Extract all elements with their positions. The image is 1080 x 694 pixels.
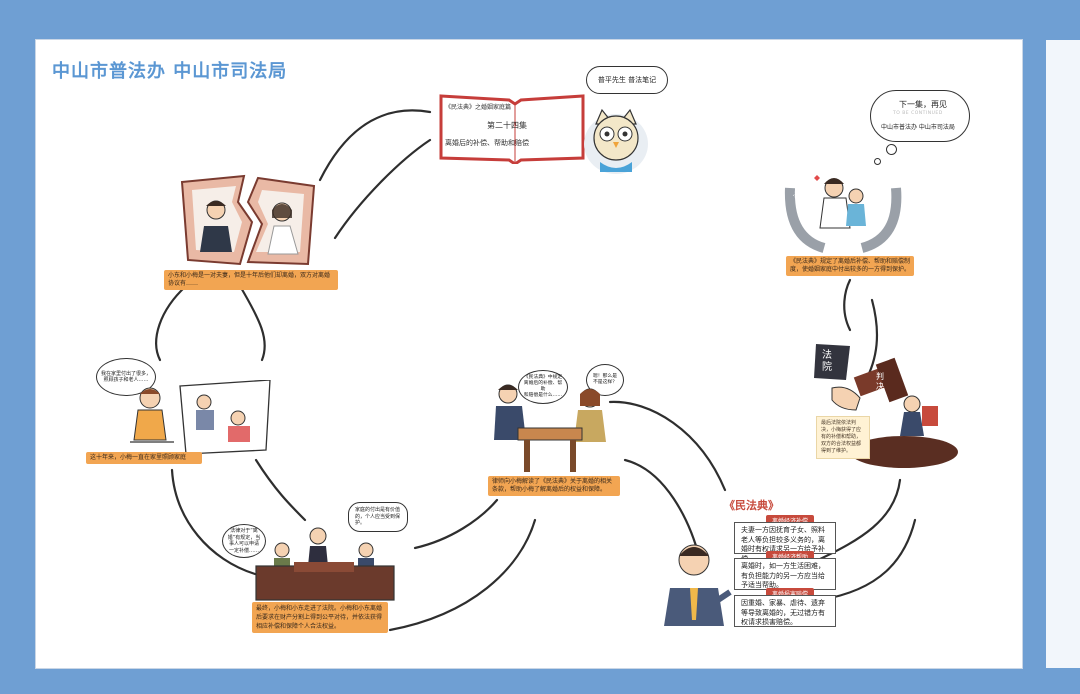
gavel-label: 判决 [876, 372, 884, 391]
code-section1-body: 夫妻一方因抚育子女、照料老人等负担较多义务的，离婚时有权请求另一方给予补偿。 [734, 522, 836, 563]
scene3-left-bubble: 法律对于“离婚”有规定，当事人可以申请一定补偿…… [222, 524, 266, 558]
scene2-illustration [130, 380, 271, 455]
book-shape [439, 94, 585, 164]
thought-dot [874, 158, 881, 165]
curve-scene3-to-scene4-b [388, 518, 537, 632]
book-episode: 第二十四集 [487, 121, 527, 130]
torn-wedding-photo [180, 174, 316, 266]
scene3-caption: 最终，小梅和小东走进了法院。小梅和小东离婚后要求在财产分割上得到公平对待，并依法… [252, 602, 388, 633]
code-section1-head: 离婚经济补偿 [766, 515, 815, 526]
scene4-right-bubble: 嗯！那么是不是这样？ [586, 364, 624, 396]
next-episode-bubble: 下一集，再见 TO BE CONTINUED 中山市普法办 中山市司法局 [870, 90, 970, 142]
next-episode-line3: 中山市普法办 中山市司法局 [881, 124, 955, 131]
curve-scene1-to-scene2 [155, 284, 188, 362]
curve-scene2-to-scene3-b [254, 458, 307, 522]
code-section2-body: 离婚时，如一方生活困难，有负担能力的另一方应当给予适当帮助。 [734, 558, 836, 590]
scene2-caption: 这十年来，小梅一直在家里照顾家庭 [86, 452, 202, 464]
protect-right-word: 保护 [878, 192, 886, 210]
curve-scene2-to-scene3 [170, 468, 257, 576]
curve-code-to-court-b [818, 518, 917, 602]
scene4-left-bubble: 《民法典》中规定 离婚后的补偿、帮助 和赔偿是什么…… [518, 370, 568, 404]
curve-scene1-to-book-2 [333, 138, 432, 240]
protect-caption: 《民法典》规定了离婚后补偿、帮助和赔偿制度，使婚姻家庭中付出较多的一方得到保护。 [786, 256, 914, 276]
publisher-title: 中山市普法办 中山市司法局 [52, 61, 288, 82]
poster-side-strip [1046, 40, 1080, 668]
next-episode-line2: TO BE CONTINUED [893, 111, 943, 116]
scene4-caption: 律师向小梅解读了《民法典》关于离婚的相关条款，帮助小梅了解离婚后的权益和保障。 [488, 476, 620, 496]
presenter-man-illustration [664, 544, 732, 626]
scene3-right-bubble: 家庭的付出是有价值的，个人应当受到保护。 [348, 502, 408, 532]
curve-court-to-protect-b [843, 278, 852, 332]
protect-family-illustration [784, 175, 902, 253]
consult-illustration [494, 384, 606, 472]
code-section2-head: 离婚经济帮助 [766, 551, 815, 562]
scene1-caption: 小东和小梅是一对夫妻，但是十年后他们却离婚，双方对离婚协议有…… [164, 270, 338, 290]
code-section3-head: 离婚损害赔偿 [766, 588, 815, 599]
court-caption: 最后法院依法判决，小梅获得了应有的补偿和帮助，双方的合法权益都得到了维护。 [816, 416, 870, 459]
mascot-bubble: 普平先生 普法笔记 [586, 66, 668, 94]
civil-code-title: 《民法典》 [724, 499, 779, 512]
title-book: 《民法典》之婚姻家庭篇 第二十四集 离婚后的补偿、帮助和赔偿 [437, 92, 587, 164]
code-section3-body: 因重婚、家暴、虐待、遗弃等导致离婚的，无过错方有权请求损害赔偿。 [734, 595, 836, 627]
book-series: 《民法典》之婚姻家庭篇 [445, 104, 512, 111]
courtroom-illustration [255, 527, 395, 601]
next-episode-line1: 下一集，再见 [899, 100, 947, 109]
curve-scene1-to-book [318, 109, 432, 182]
court-judgment-illustration [814, 344, 958, 468]
curve-scene1-to-scene2-b [238, 284, 266, 362]
court-sign: 法院 [822, 350, 832, 373]
thought-dot [886, 144, 897, 155]
book-topic: 离婚后的补偿、帮助和赔偿 [445, 139, 529, 147]
owl-mascot-icon [584, 108, 648, 174]
curve-scene4-to-code [608, 400, 727, 492]
curve-scene3-to-scene4 [413, 498, 499, 550]
